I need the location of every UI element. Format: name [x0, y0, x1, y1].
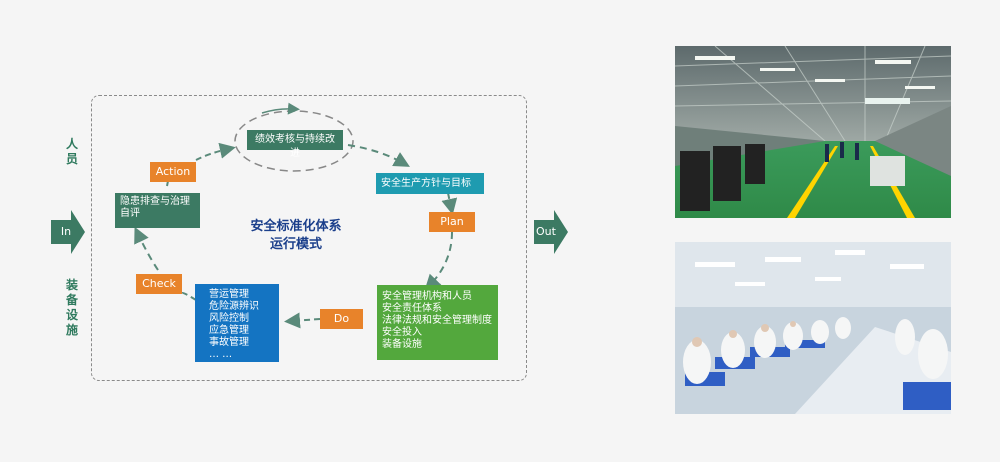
policy-goals-box: 安全生产方针与目标 [376, 173, 484, 194]
tag-plan: Plan [429, 212, 475, 232]
center-title-line-2: 运行模式 [269, 237, 322, 252]
system-frame [91, 95, 527, 381]
input-arrow [51, 210, 85, 254]
do-elements-box: 安全管理机构和人员 安全责任体系 法律法规和安全管理制度 安全投入 装备设施 [377, 285, 498, 360]
output-arrow [534, 210, 568, 254]
output-label: Out [536, 225, 556, 238]
check-elements-box: 营运管理 危险源辨识 风险控制 应急管理 事故管理 … … [195, 284, 279, 362]
do-item: 安全管理机构和人员 [382, 291, 472, 302]
do-item: 安全投入 [382, 327, 422, 338]
tag-check: Check [136, 274, 182, 294]
center-title: 安全标准化体系 运行模式 [240, 218, 352, 254]
check-item: 应急管理 [209, 325, 249, 336]
hazard-line-2: 自评 [120, 208, 140, 219]
hazard-line-1: 隐患排查与治理 [120, 196, 190, 207]
tag-do: Do [320, 309, 363, 329]
label-personnel: 人员 [65, 137, 78, 166]
performance-review-box: 绩效考核与持续改进 [247, 130, 343, 159]
check-item: … … [209, 349, 233, 360]
check-item: 事故管理 [209, 337, 249, 348]
center-title-line-1: 安全标准化体系 [250, 219, 342, 234]
check-item: 营运管理 [209, 289, 249, 300]
cleanroom-photo [675, 242, 951, 414]
do-item: 装备设施 [382, 339, 422, 350]
label-equipment: 装备设施 [65, 278, 78, 337]
input-label: In [60, 225, 72, 238]
do-item: 法律法规和安全管理制度 [382, 315, 492, 326]
check-item: 危险源辨识 [209, 301, 259, 312]
hazard-control-box: 隐患排查与治理 自评 [115, 193, 200, 228]
do-item: 安全责任体系 [382, 303, 442, 314]
check-item: 风险控制 [209, 313, 249, 324]
tag-action: Action [150, 162, 196, 182]
factory-floor-photo [675, 46, 951, 218]
